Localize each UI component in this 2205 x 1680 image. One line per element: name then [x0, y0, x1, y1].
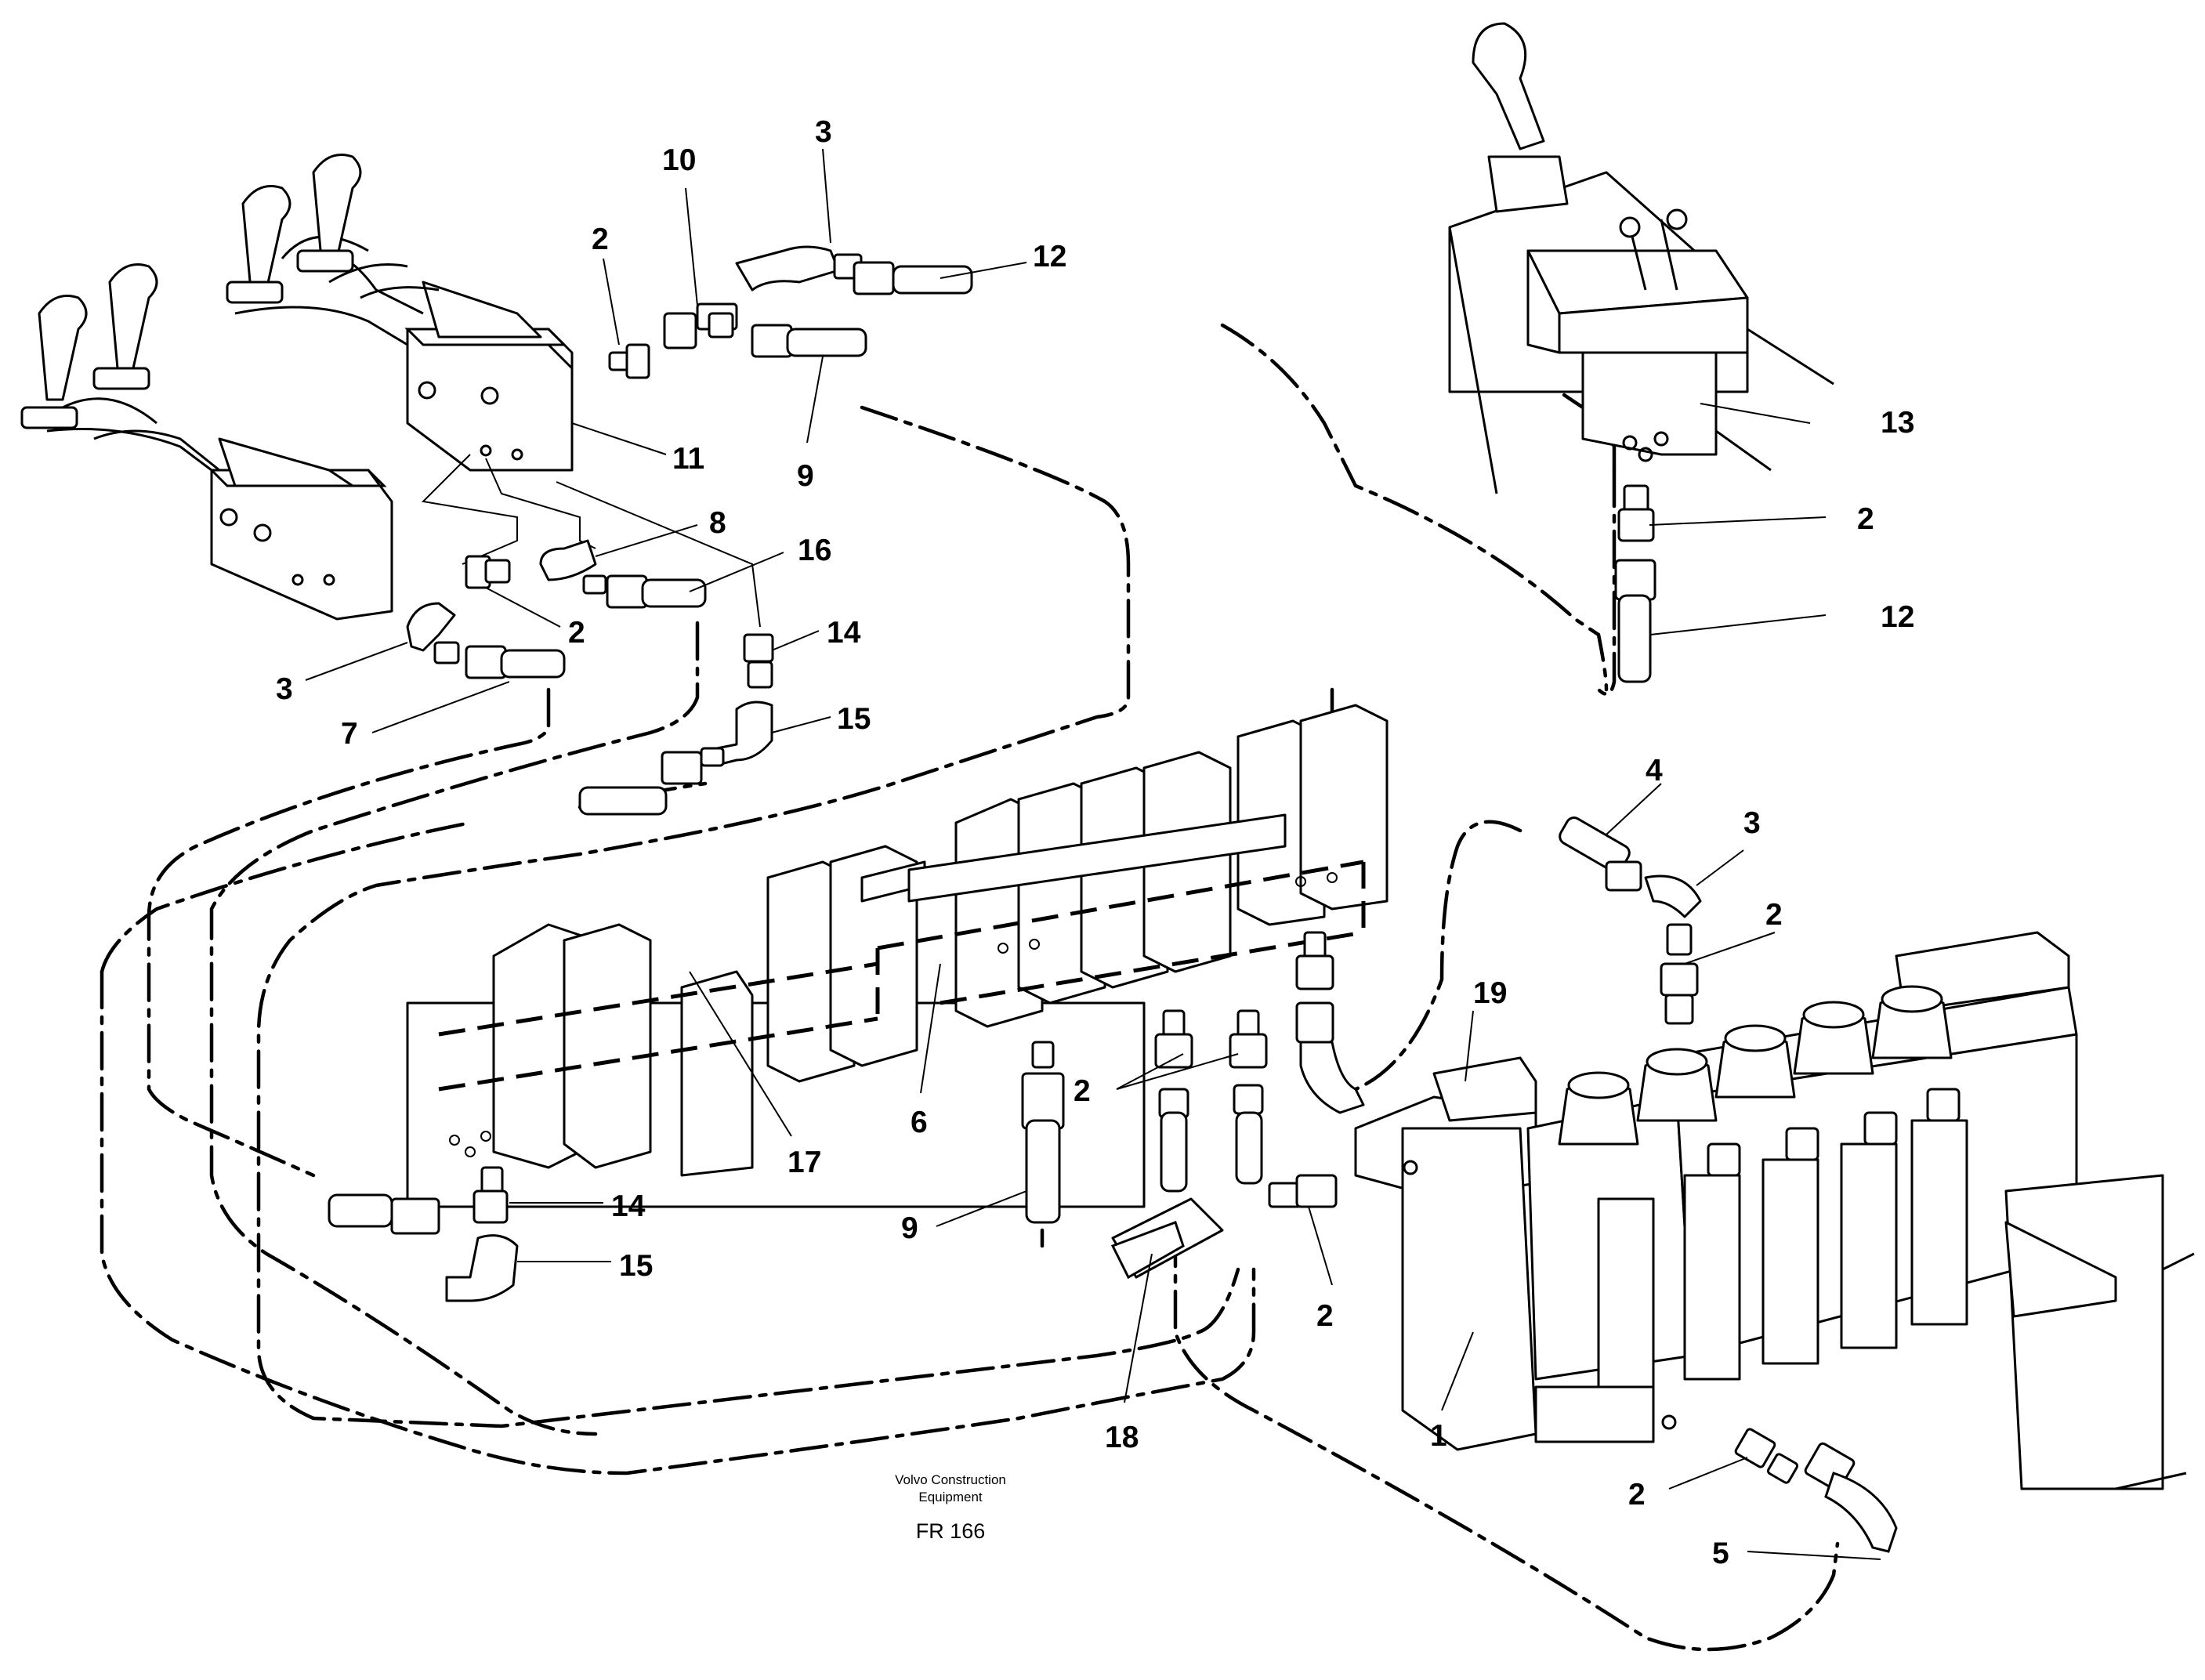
main-control-valve — [1354, 931, 2195, 1490]
callout-2: 2 — [1857, 502, 1874, 536]
callout-12: 12 — [1033, 240, 1066, 273]
figure-code: FR 166 — [916, 1519, 986, 1543]
callout-3: 3 — [276, 672, 293, 706]
pedal-assembly-lower — [20, 263, 393, 621]
callout-9: 9 — [901, 1211, 918, 1245]
callout-12: 12 — [1881, 600, 1914, 634]
callout-numbers: 2 10 3 12 11 9 8 16 2 14 3 7 15 13 2 12 … — [276, 115, 1914, 1570]
callout-8: 8 — [709, 506, 726, 540]
callout-9: 9 — [797, 459, 814, 493]
callout-14: 14 — [827, 616, 861, 650]
callout-2: 2 — [1765, 898, 1783, 932]
callout-19: 19 — [1473, 976, 1507, 1010]
callout-11: 11 — [672, 442, 704, 476]
callout-15: 15 — [619, 1249, 653, 1283]
callout-2: 2 — [592, 223, 609, 256]
callout-10: 10 — [662, 143, 696, 177]
callout-13: 13 — [1881, 406, 1914, 440]
hose-routes — [100, 323, 1840, 1652]
callout-2: 2 — [1316, 1299, 1334, 1333]
callout-3: 3 — [1743, 806, 1761, 840]
callout-4: 4 — [1646, 754, 1663, 788]
callout-6: 6 — [911, 1106, 928, 1139]
control-block-row — [406, 704, 1389, 1208]
callout-1: 1 — [1430, 1419, 1447, 1453]
callout-5: 5 — [1712, 1537, 1729, 1570]
callout-2: 2 — [1074, 1074, 1091, 1108]
leader-lines — [305, 148, 1881, 1560]
callout-16: 16 — [798, 534, 831, 567]
callout-18: 18 — [1105, 1421, 1139, 1454]
figure-credit: Volvo Construction Equipment FR 166 — [895, 1472, 1006, 1543]
joystick-assembly — [1448, 22, 1834, 683]
pilot-lines — [421, 454, 761, 628]
callout-14: 14 — [611, 1189, 646, 1223]
callout-17: 17 — [788, 1146, 821, 1179]
callout-2: 2 — [1628, 1478, 1646, 1512]
callout-3: 3 — [815, 115, 832, 149]
credit-line-1: Volvo Construction — [895, 1472, 1006, 1487]
valve-fittings — [1559, 816, 1898, 1553]
callout-2: 2 — [568, 616, 585, 650]
callout-15: 15 — [837, 702, 871, 736]
pedal-assembly-upper — [226, 154, 574, 472]
fittings-upper — [406, 245, 973, 816]
credit-line-2: Equipment — [918, 1490, 983, 1504]
fittings-lower — [328, 931, 1365, 1302]
callout-7: 7 — [341, 717, 358, 751]
